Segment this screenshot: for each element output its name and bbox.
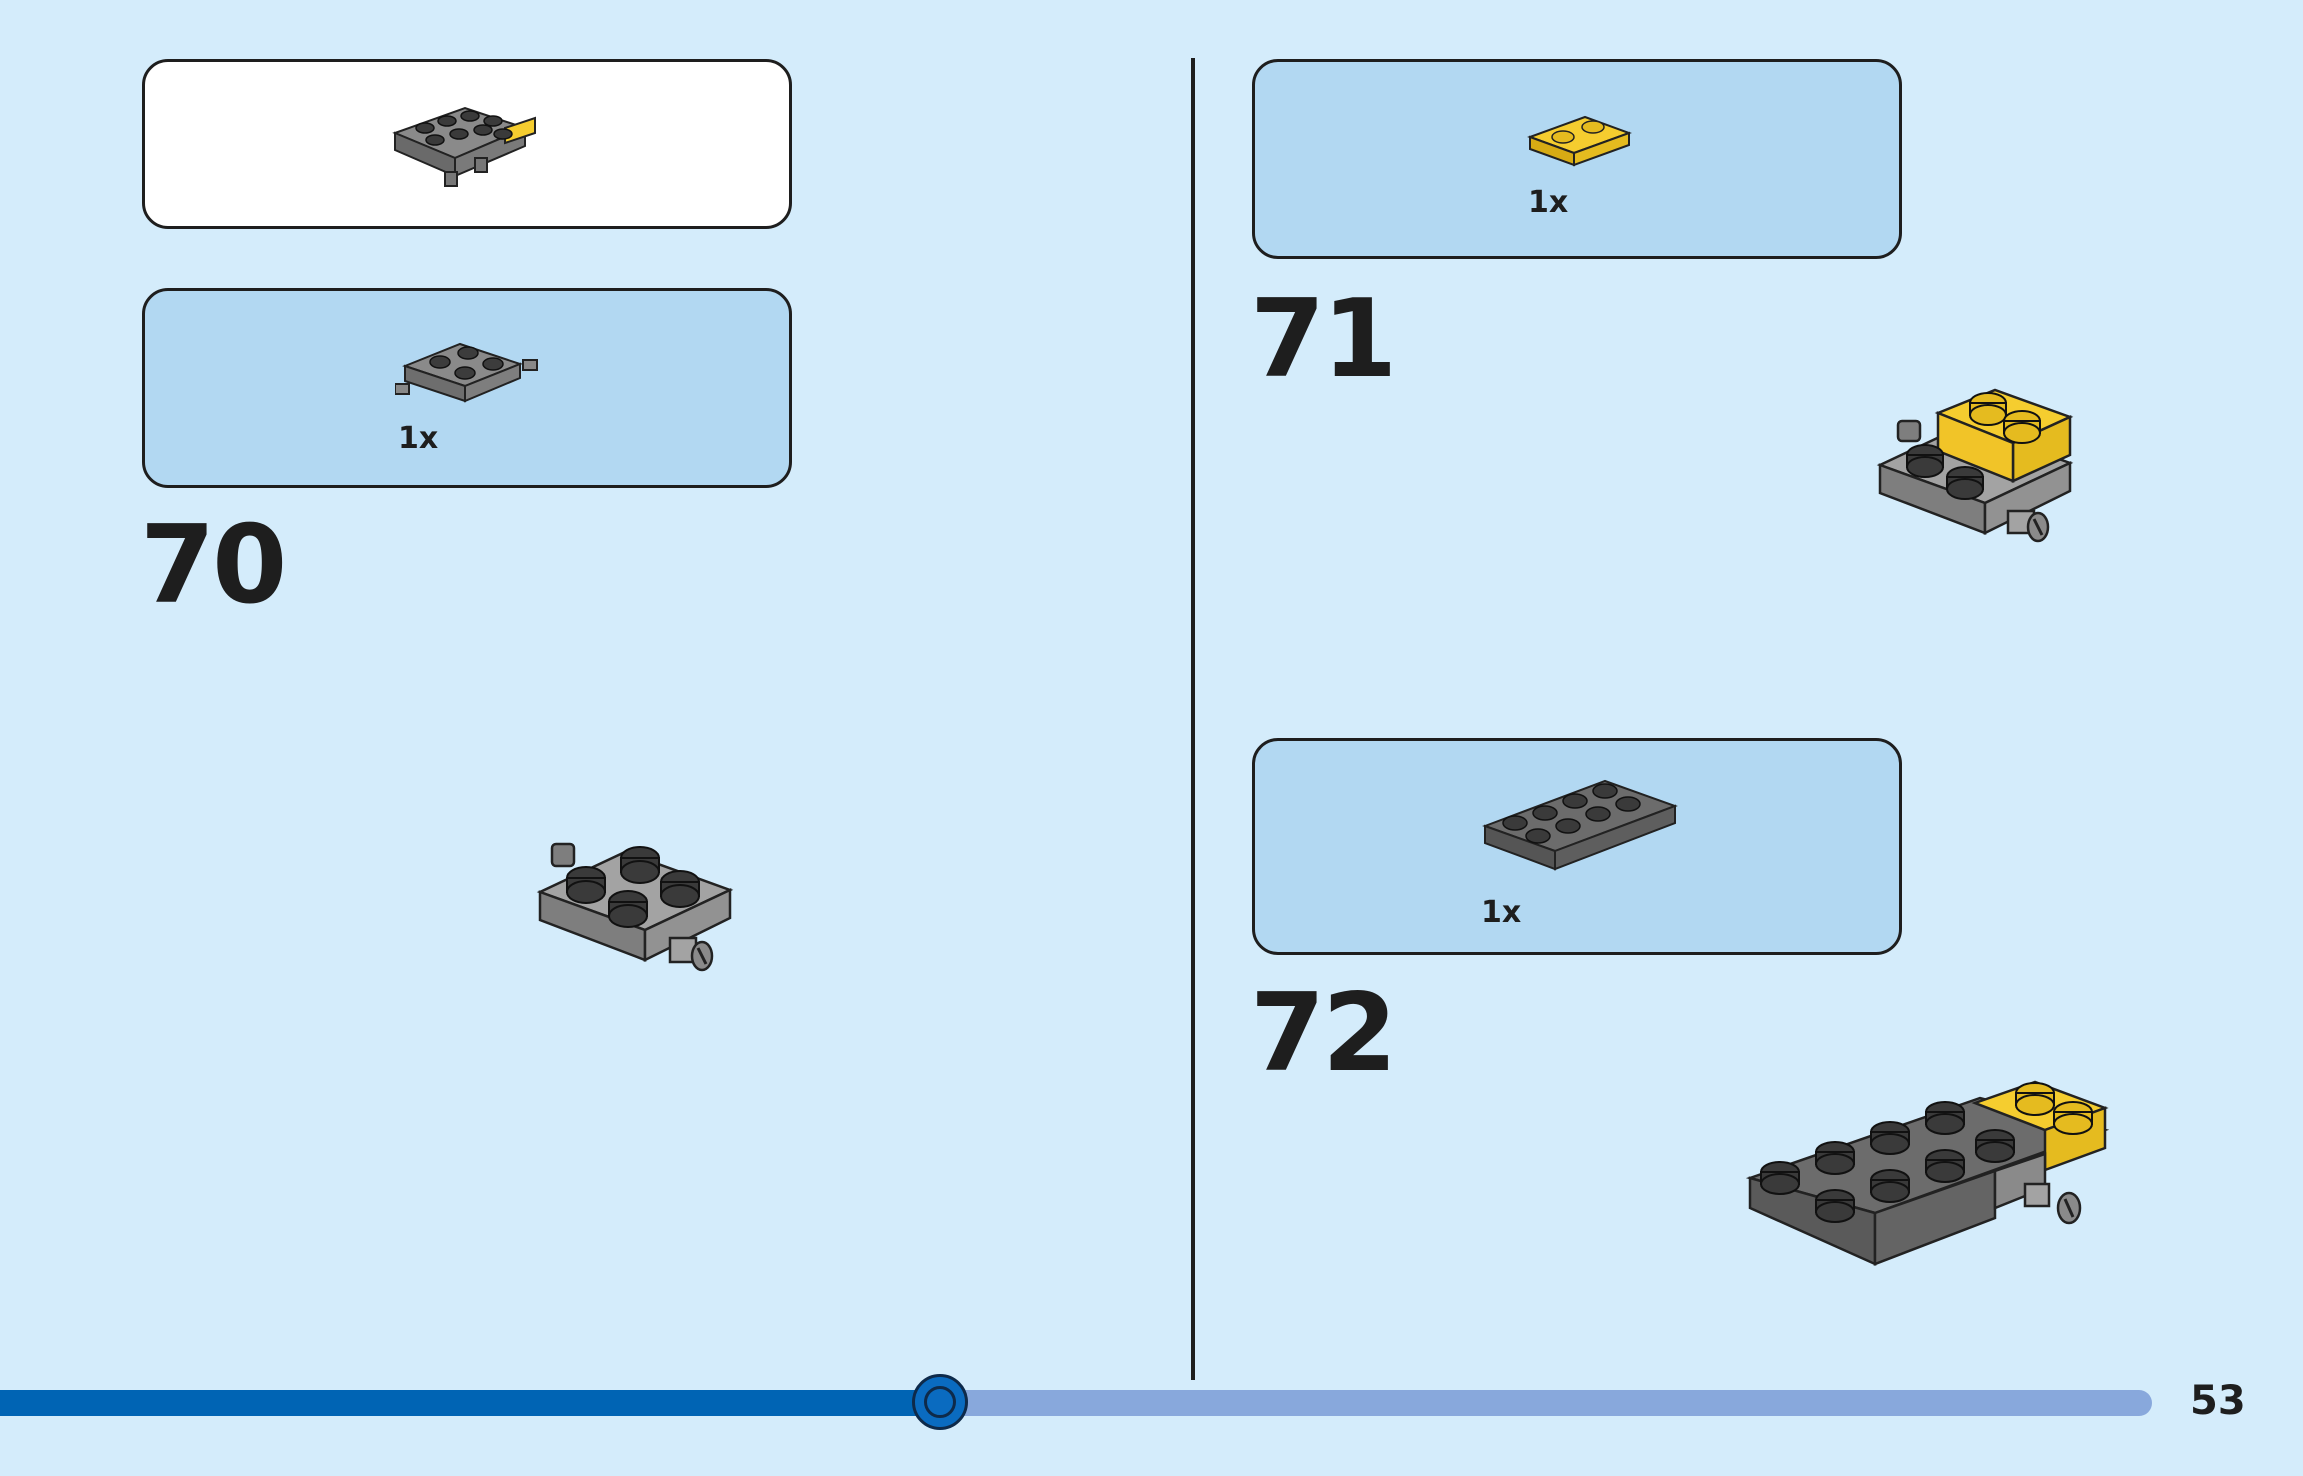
submodel-callout — [142, 59, 792, 229]
progress-bar-fill — [0, 1390, 940, 1416]
page-number: 53 — [2190, 1378, 2246, 1424]
part-image-yellow-plate-1x2 — [1527, 115, 1632, 167]
step-71-build-image — [1876, 388, 2074, 543]
submodel-preview-image — [392, 106, 536, 187]
part-image-wheel-holder-plate — [395, 342, 538, 403]
step-number-71: 71 — [1250, 277, 1397, 402]
part-quantity: 1x — [1481, 895, 1522, 930]
step-72-build-image — [1745, 1080, 2110, 1266]
step-70-build-image — [536, 842, 734, 972]
step-number-72: 72 — [1250, 971, 1397, 1096]
page-divider — [1191, 58, 1195, 1380]
part-quantity: 1x — [1528, 185, 1569, 220]
part-quantity: 1x — [398, 421, 439, 456]
part-image-dark-gray-plate-2x4 — [1482, 779, 1678, 871]
progress-bar — [0, 1390, 2152, 1416]
parts-callout-step-70: 1x — [142, 288, 792, 488]
step-number-70: 70 — [140, 503, 287, 628]
parts-callout-step-71: 1x — [1252, 59, 1902, 259]
progress-marker — [912, 1374, 968, 1430]
parts-callout-step-72: 1x — [1252, 738, 1902, 955]
